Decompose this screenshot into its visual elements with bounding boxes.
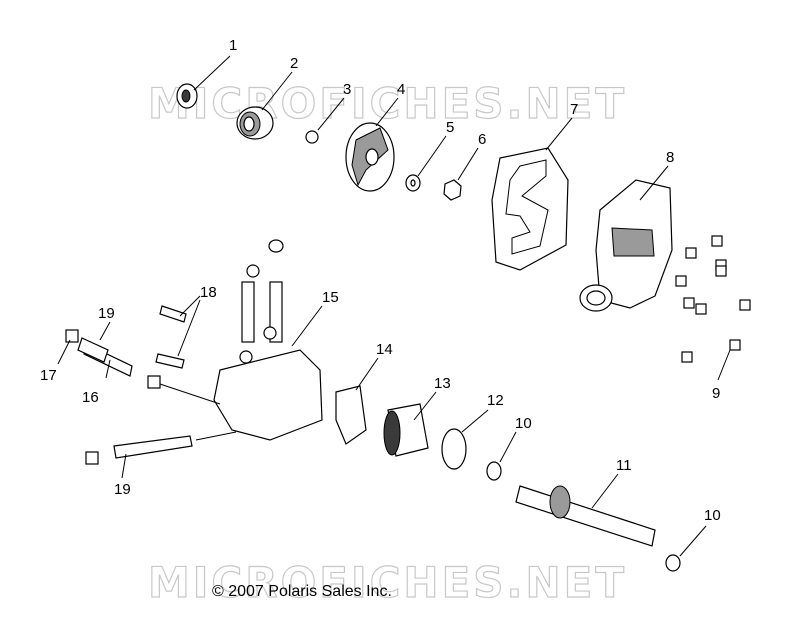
callout-10b: 10: [704, 507, 721, 524]
part-10-washer-a: [486, 461, 502, 481]
callout-18: 18: [200, 284, 217, 301]
part-2-bearing: [236, 106, 274, 140]
part-10-washer-b: [665, 554, 681, 572]
watermark-bottom: MICROFICHES.NET: [148, 558, 627, 607]
copyright-notice: © 2007 Polaris Sales Inc.: [212, 583, 392, 600]
callout-4: 4: [397, 81, 405, 98]
part-6-nut: [443, 179, 462, 201]
leader-lines: [57, 55, 731, 557]
watermark-top: MICROFICHES.NET: [148, 79, 627, 128]
callout-12: 12: [487, 392, 504, 409]
callout-17: 17: [40, 367, 57, 384]
part-11-shaft: [515, 485, 656, 547]
part-3-ring: [305, 130, 319, 144]
callout-13: 13: [434, 375, 451, 392]
callout-10a: 10: [515, 415, 532, 432]
callout-9: 9: [712, 385, 720, 402]
part-19-springs: [77, 337, 193, 465]
part-18-bolts: [155, 305, 187, 369]
callout-labels: 1 2 3 4 5 6 7 8 9 10 10 11 12 13 14 15 1…: [40, 37, 721, 524]
part-14-gasket: [335, 385, 367, 445]
part-9-bolts: [675, 235, 751, 363]
callout-19a: 19: [98, 305, 115, 322]
callout-1: 1: [229, 37, 237, 54]
part-12-o-ring: [441, 428, 467, 470]
callout-14: 14: [376, 341, 393, 358]
part-5-washer: [405, 174, 421, 192]
part-17-nut: [65, 329, 79, 343]
callout-19b: 19: [114, 481, 131, 498]
callout-15: 15: [322, 289, 339, 306]
callout-7: 7: [570, 101, 578, 118]
callout-2: 2: [290, 55, 298, 72]
part-1-seal: [176, 83, 198, 109]
callout-3: 3: [343, 81, 351, 98]
part-4-impeller: [345, 122, 395, 192]
callout-16: 16: [82, 389, 99, 406]
part-7-gasket: [491, 147, 569, 271]
part-15-oil-pump: [213, 239, 323, 441]
part-13-filter: [383, 403, 429, 457]
callout-5: 5: [446, 119, 454, 136]
part-8-pump-cover: [579, 179, 673, 312]
callout-6: 6: [478, 131, 486, 148]
callout-11: 11: [616, 457, 632, 474]
callout-8: 8: [666, 149, 674, 166]
